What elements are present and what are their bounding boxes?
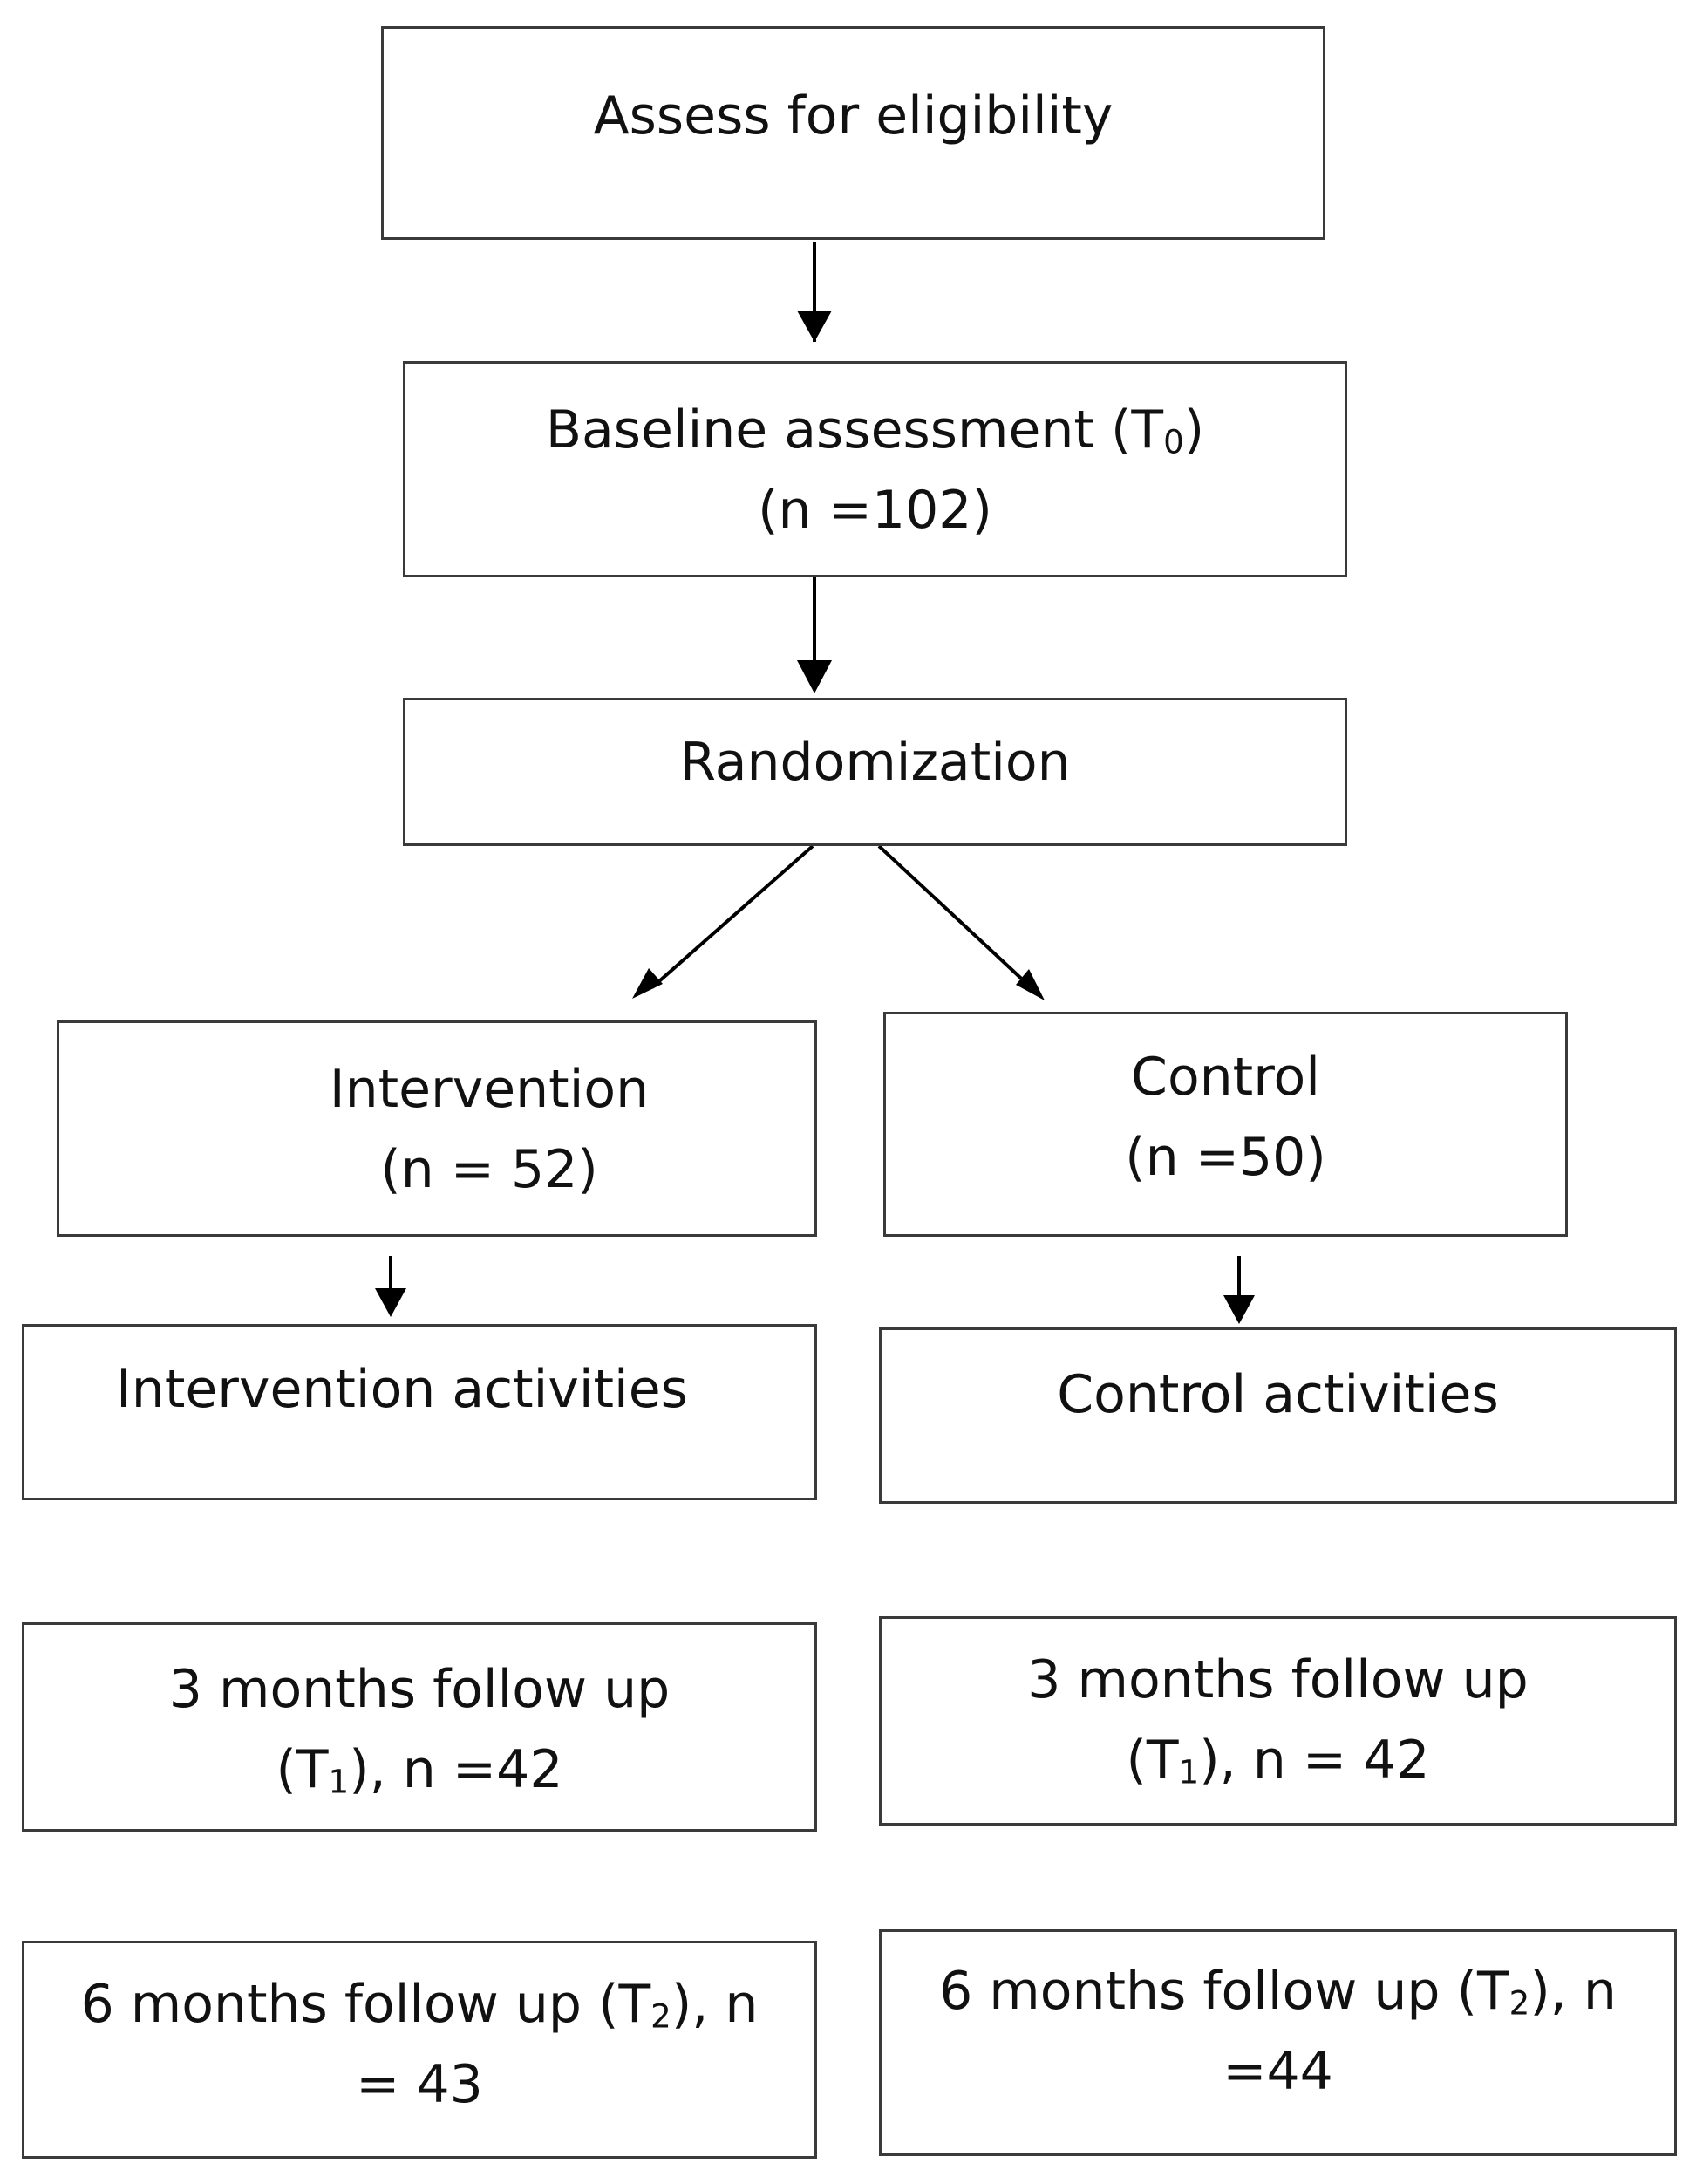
arrowhead-control-to-activities <box>1223 1295 1255 1324</box>
assess-eligibility-label: Assess for eligibility <box>593 85 1114 147</box>
arrowhead-baseline-to-randomization <box>797 660 832 693</box>
randomization-label: Randomization <box>679 732 1071 793</box>
arrowhead-randomization-to-intervention <box>632 968 663 999</box>
intervention-3-month-followup-count: (T1), n =42 <box>276 1739 563 1801</box>
baseline-assessment-label: Baseline assessment (T0) <box>545 399 1205 461</box>
control-6-month-followup-label: 6 months follow up (T2), n <box>939 1961 1617 2023</box>
baseline-assessment-count: (n =102) <box>758 480 992 541</box>
control-3-month-followup-count: (T1), n = 42 <box>1126 1730 1430 1792</box>
randomization-box: Randomization <box>403 698 1347 846</box>
control-3-month-followup-label: 3 months follow up <box>1027 1649 1529 1710</box>
control-label: Control <box>1131 1047 1320 1108</box>
intervention-activities-box: Intervention activities <box>22 1324 817 1500</box>
intervention-6-month-followup-count: = 43 <box>356 2054 483 2115</box>
control-3-month-followup-box: 3 months follow up (T1), n = 42 <box>879 1616 1677 1826</box>
baseline-assessment-box: Baseline assessment (T0) (n =102) <box>403 361 1347 577</box>
arrow-randomization-to-control <box>877 844 1031 987</box>
intervention-label: Intervention <box>329 1059 650 1120</box>
arrowhead-randomization-to-control <box>1016 969 1045 1000</box>
intervention-6-month-followup-label: 6 months follow up (T2), n <box>80 1974 759 2036</box>
control-6-month-followup-box: 6 months follow up (T2), n =44 <box>879 1929 1677 2156</box>
arrowhead-assess-to-baseline <box>797 311 832 342</box>
arrow-randomization-to-intervention <box>650 844 814 989</box>
control-box: Control (n =50) <box>883 1012 1568 1237</box>
intervention-activities-label: Intervention activities <box>116 1359 688 1420</box>
intervention-3-month-followup-label: 3 months follow up <box>168 1659 671 1720</box>
control-activities-label: Control activities <box>1057 1364 1499 1425</box>
intervention-6-month-followup-box: 6 months follow up (T2), n = 43 <box>22 1941 817 2159</box>
control-count: (n =50) <box>1125 1127 1326 1188</box>
control-activities-box: Control activities <box>879 1327 1677 1504</box>
assess-eligibility-box: Assess for eligibility <box>381 26 1325 240</box>
control-6-month-followup-count: =44 <box>1223 2041 1333 2102</box>
intervention-count: (n = 52) <box>380 1139 598 1200</box>
intervention-3-month-followup-box: 3 months follow up (T1), n =42 <box>22 1622 817 1832</box>
intervention-box: Intervention (n = 52) <box>57 1020 817 1237</box>
arrowhead-intervention-to-activities <box>375 1288 406 1317</box>
